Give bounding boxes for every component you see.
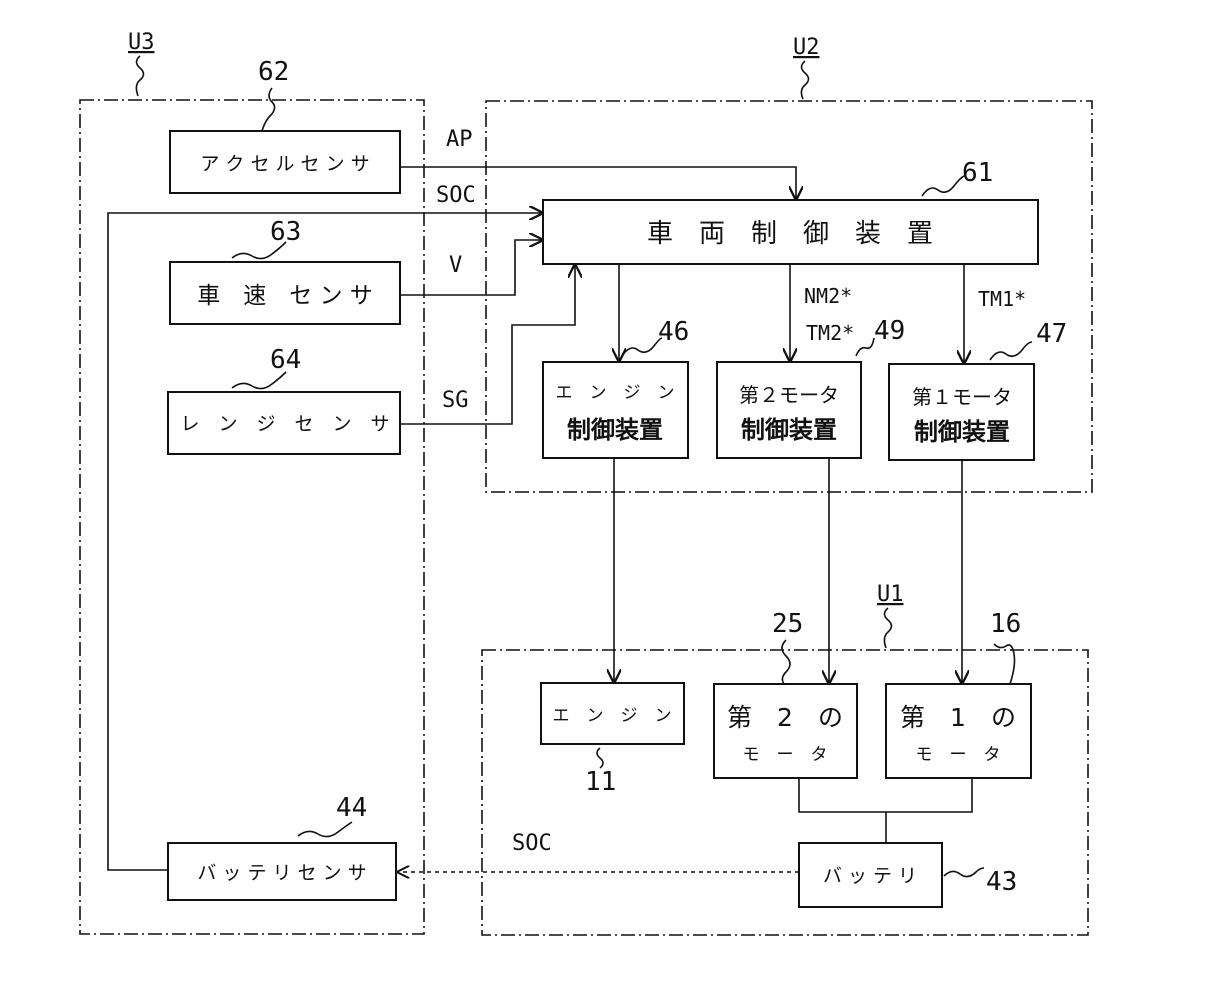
engine-controller-leader [622,338,662,356]
battery-sensor-ref: 44 [336,793,367,823]
group-u1-squiggle [884,608,891,648]
battery-leader [944,868,984,877]
accel-sensor-leader [262,88,275,131]
signal-soc-top-label: SOC [436,183,476,208]
battery-sensor-label: バ ッ テ リ セ ン サ [197,862,366,884]
motor1-line2: モ ー タ [916,745,1001,765]
group-u3-outline [80,100,424,934]
speed-sensor-label: 車 速 セ ン サ [197,283,373,309]
vehicle-controller-leader [922,176,964,196]
group-u3-squiggle [136,56,143,96]
group-u1-label: U1 [877,582,904,607]
motor2-controller-line2: 制御装置 [741,416,837,444]
signal-nm2-label: NM2* [804,284,852,308]
engine-controller-ref: 46 [658,317,689,347]
motor2-controller-ref: 49 [874,316,905,346]
engine-ref: 11 [585,767,616,797]
motor1-controller-leader [990,342,1032,360]
motor2-line1: 第 2 の [727,703,843,732]
engine-leader [597,748,603,768]
vehicle-controller-ref: 61 [962,158,993,188]
engine-label: エ ン ジ ン [553,706,672,726]
accel-sensor-label: ア ク セ ル セ ン サ [200,153,369,175]
range-sensor-ref: 64 [270,345,301,375]
signal-sg-label: SG [442,388,469,413]
motor2-ref: 25 [772,609,803,639]
group-u3-label: U3 [128,30,155,55]
motor1-line1: 第 1 の [900,703,1016,732]
signal-ap-label: AP [446,127,473,152]
signal-v-label: V [449,253,462,278]
wire-v [400,240,542,295]
engine-controller-line1: エ ン ジ ン [556,383,675,403]
group-u2-label: U2 [793,35,820,60]
range-sensor-label: レ ン ジ セ ン サ [180,413,389,435]
motor2-line2: モ ー タ [743,745,828,765]
engine-controller-line2: 制御装置 [567,416,663,444]
signal-soc-bottom-label: SOC [512,831,552,856]
motor1-controller-line2: 制御装置 [914,418,1010,446]
battery-label: バ ッ テ リ [823,865,917,887]
battery-sensor-leader [298,822,352,837]
group-u2-squiggle [801,61,808,99]
motor2-controller-leader [856,338,874,356]
motor1-ref: 16 [990,609,1021,639]
vehicle-controller-label: 車 両 制 御 装 置 [647,219,933,249]
wire-motor-bus [799,778,972,843]
battery-ref: 43 [986,867,1017,897]
motor1-controller-ref: 47 [1036,319,1067,349]
signal-tm1-label: TM1* [978,287,1026,311]
signal-tm2-label: TM2* [806,321,854,345]
motor2-leader [782,640,790,684]
motor2-controller-line1: 第２モータ [739,383,839,407]
motor1-controller-line1: 第１モータ [912,385,1012,409]
accel-sensor-ref: 62 [258,57,289,87]
